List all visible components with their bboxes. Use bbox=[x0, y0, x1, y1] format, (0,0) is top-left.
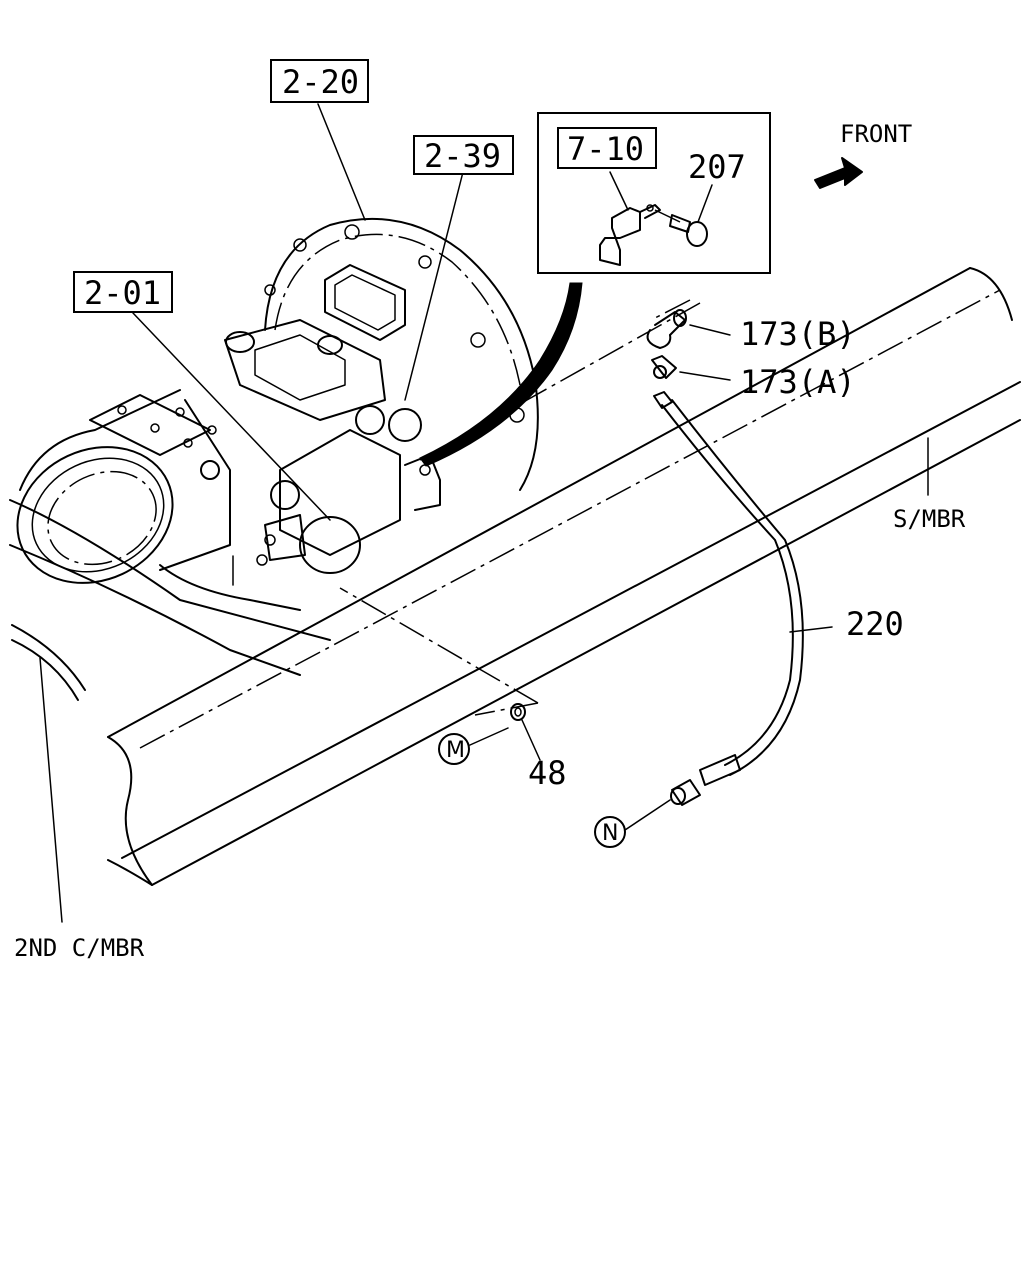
callout-2-01: 2-01 bbox=[73, 271, 173, 313]
ref-2-01-label: 2-01 bbox=[84, 274, 161, 312]
front-label: FRONT bbox=[840, 120, 912, 148]
callout-2-39: 2-39 bbox=[413, 135, 514, 175]
marker-m-label: M bbox=[446, 738, 465, 763]
side-member-label: S/MBR bbox=[893, 505, 966, 533]
marker-n-label: N bbox=[602, 821, 618, 846]
detail-callout-stroke bbox=[419, 282, 583, 467]
callout-7-10: 7-10 bbox=[557, 127, 657, 169]
flywheel-housing bbox=[264, 217, 539, 491]
part-173b-label: 173(B) bbox=[740, 315, 856, 353]
second-cross-member-label: 2ND C/MBR bbox=[14, 934, 145, 962]
second-cross-member bbox=[9, 499, 331, 923]
part-48-label: 48 bbox=[528, 754, 567, 792]
ref-7-10-label: 7-10 bbox=[567, 130, 644, 168]
part-207-label: 207 bbox=[688, 148, 746, 186]
part-220-label: 220 bbox=[846, 605, 904, 643]
part-173a-label: 173(A) bbox=[740, 363, 856, 401]
side-member-beam bbox=[107, 267, 1021, 886]
transmission-body bbox=[16, 319, 441, 611]
front-arrow-icon bbox=[814, 157, 863, 189]
connection-marker-n: N bbox=[594, 816, 626, 848]
connection-marker-m: M bbox=[438, 733, 470, 765]
callout-2-20: 2-20 bbox=[270, 59, 369, 103]
ref-2-39-label: 2-39 bbox=[424, 137, 501, 175]
air-pipe-assembly bbox=[646, 309, 804, 806]
ref-2-20-label: 2-20 bbox=[282, 63, 359, 101]
leader-lines bbox=[132, 103, 833, 831]
